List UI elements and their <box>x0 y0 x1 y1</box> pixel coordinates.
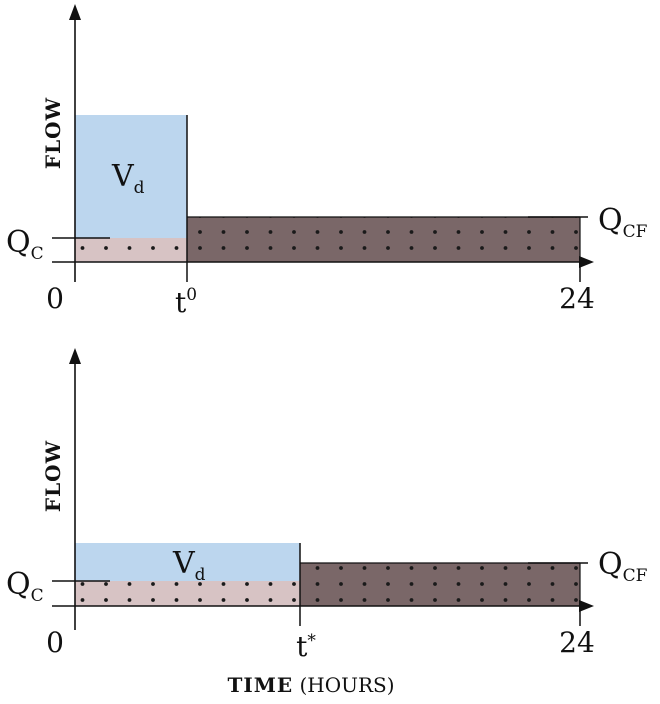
x-axis-arrow-icon <box>579 600 594 612</box>
tick-switch: t* <box>296 630 316 663</box>
tick-end: 24 <box>559 282 595 315</box>
y-axis-arrow-icon <box>69 4 81 20</box>
panel-top: FLOW Vd QC QCF 0 t0 24 <box>6 4 648 319</box>
tick-switch: t0 <box>175 285 197 319</box>
qc-label: QC <box>6 225 44 264</box>
vd-area <box>75 543 300 581</box>
qcf-area <box>187 217 580 262</box>
x-axis-title: TIME (HOURS) <box>227 673 394 697</box>
qc-area <box>75 238 187 262</box>
vd-area <box>75 115 187 238</box>
qc-area <box>75 581 300 606</box>
y-axis-label: FLOW <box>41 440 65 512</box>
tick-zero: 0 <box>46 282 64 315</box>
vd-label: Vd <box>172 546 206 585</box>
tick-end: 24 <box>559 626 595 659</box>
qcf-area <box>300 563 580 606</box>
qc-label: QC <box>6 567 44 606</box>
y-axis-arrow-icon <box>69 348 81 364</box>
qcf-label: QCF <box>598 203 648 242</box>
tick-zero: 0 <box>46 626 64 659</box>
x-axis-arrow-icon <box>579 256 594 268</box>
qcf-label: QCF <box>598 547 648 586</box>
panel-bottom: FLOW Vd QC QCF 0 t* 24 <box>6 348 648 663</box>
vd-label: Vd <box>111 159 145 198</box>
y-axis-label: FLOW <box>41 97 65 169</box>
